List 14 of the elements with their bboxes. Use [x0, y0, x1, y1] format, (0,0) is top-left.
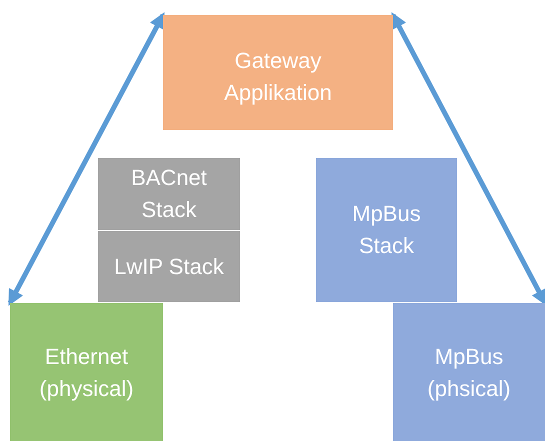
stack-box: [316, 158, 457, 302]
box-label: Ethernet (physical): [38, 343, 135, 403]
box-label: BACnet Stack: [130, 164, 208, 224]
box-label: MpBus (phsical): [426, 343, 512, 403]
physical-layer-box: [10, 303, 163, 441]
box-label: MpBus Stack: [351, 200, 422, 260]
stack-box: [98, 158, 240, 230]
physical-layer-box: [393, 303, 545, 441]
stack-box: [98, 231, 240, 302]
double-arrow: [8, 12, 166, 306]
box-label: LwIP Stack: [113, 252, 225, 281]
box-label: Gateway Applikation: [223, 47, 333, 107]
application-box: [163, 15, 393, 130]
double-arrow: [390, 12, 545, 306]
